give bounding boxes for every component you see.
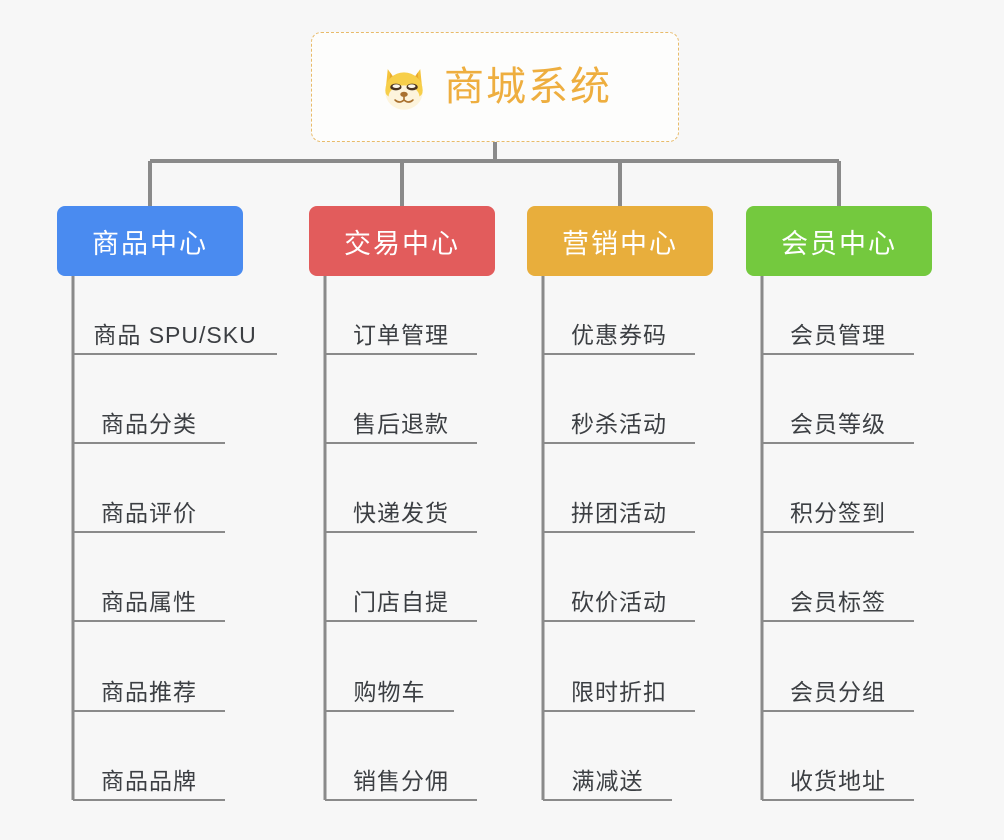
leaf-item[interactable]: 满减送 bbox=[543, 760, 672, 800]
leaf-item[interactable]: 会员分组 bbox=[762, 671, 914, 711]
leaf-label: 秒杀活动 bbox=[571, 411, 667, 437]
leaf-label: 商品评价 bbox=[101, 500, 197, 526]
leaf-label: 收货地址 bbox=[790, 768, 886, 794]
leaf-label: 商品属性 bbox=[101, 589, 197, 615]
leaf-label: 会员分组 bbox=[790, 679, 886, 705]
branch-header-2[interactable]: 营销中心 bbox=[527, 206, 713, 276]
leaf-label: 积分签到 bbox=[790, 500, 886, 526]
branch-header-3[interactable]: 会员中心 bbox=[746, 206, 932, 276]
leaf-item[interactable]: 快递发货 bbox=[325, 492, 477, 532]
leaf-label: 优惠券码 bbox=[571, 322, 667, 348]
leaf-item[interactable]: 商品属性 bbox=[73, 581, 225, 621]
leaf-item[interactable]: 优惠券码 bbox=[543, 314, 695, 354]
leaf-item[interactable]: 会员等级 bbox=[762, 403, 914, 443]
root-node[interactable]: 商城系统 bbox=[311, 32, 679, 142]
leaf-label: 订单管理 bbox=[353, 322, 449, 348]
leaf-label: 购物车 bbox=[353, 679, 426, 705]
leaf-item[interactable]: 限时折扣 bbox=[543, 671, 695, 711]
leaf-item[interactable]: 购物车 bbox=[325, 671, 454, 711]
branch-header-label: 商品中心 bbox=[92, 228, 208, 259]
leaf-label: 满减送 bbox=[571, 768, 644, 794]
leaf-label: 快递发货 bbox=[353, 500, 449, 526]
leaf-label: 会员标签 bbox=[790, 589, 886, 615]
leaf-item[interactable]: 商品评价 bbox=[73, 492, 225, 532]
leaf-item[interactable]: 秒杀活动 bbox=[543, 403, 695, 443]
leaf-item[interactable]: 销售分佣 bbox=[325, 760, 477, 800]
leaf-item[interactable]: 商品 SPU/SKU bbox=[73, 314, 277, 354]
leaf-item[interactable]: 收货地址 bbox=[762, 760, 914, 800]
leaf-item[interactable]: 砍价活动 bbox=[543, 581, 695, 621]
leaf-item[interactable]: 会员管理 bbox=[762, 314, 914, 354]
leaf-item[interactable]: 门店自提 bbox=[325, 581, 477, 621]
leaf-item[interactable]: 订单管理 bbox=[325, 314, 477, 354]
leaf-label: 售后退款 bbox=[353, 411, 449, 437]
leaf-item[interactable]: 拼团活动 bbox=[543, 492, 695, 532]
leaf-label: 商品 SPU/SKU bbox=[93, 322, 257, 348]
branch-header-0[interactable]: 商品中心 bbox=[57, 206, 243, 276]
leaf-label: 商品品牌 bbox=[101, 768, 197, 794]
leaf-label: 限时折扣 bbox=[571, 679, 667, 705]
leaf-item[interactable]: 会员标签 bbox=[762, 581, 914, 621]
branch-header-label: 会员中心 bbox=[781, 228, 897, 259]
root-title: 商城系统 bbox=[444, 65, 612, 109]
shiba-dog-icon bbox=[378, 61, 430, 113]
branch-header-1[interactable]: 交易中心 bbox=[309, 206, 495, 276]
leaf-item[interactable]: 商品品牌 bbox=[73, 760, 225, 800]
branch-header-label: 交易中心 bbox=[344, 228, 460, 259]
leaf-label: 拼团活动 bbox=[571, 500, 667, 526]
leaf-item[interactable]: 售后退款 bbox=[325, 403, 477, 443]
leaf-label: 砍价活动 bbox=[571, 589, 667, 615]
leaf-item[interactable]: 商品分类 bbox=[73, 403, 225, 443]
leaf-label: 商品推荐 bbox=[101, 679, 197, 705]
leaf-label: 销售分佣 bbox=[353, 768, 449, 794]
leaf-label: 会员等级 bbox=[790, 411, 886, 437]
leaf-label: 会员管理 bbox=[790, 322, 886, 348]
leaf-label: 门店自提 bbox=[353, 589, 449, 615]
leaf-label: 商品分类 bbox=[101, 411, 197, 437]
leaf-item[interactable]: 商品推荐 bbox=[73, 671, 225, 711]
branch-header-label: 营销中心 bbox=[562, 228, 678, 259]
leaf-item[interactable]: 积分签到 bbox=[762, 492, 914, 532]
